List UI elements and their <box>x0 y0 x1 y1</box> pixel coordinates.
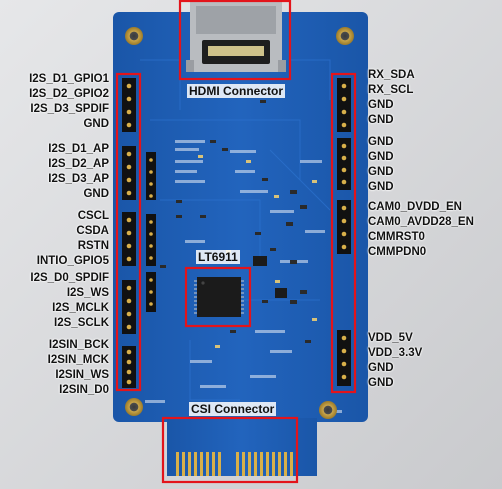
highlight-boxes <box>115 0 357 484</box>
left-pin-label: I2S_MCLK <box>52 302 109 314</box>
left-pin-label: CSCL <box>77 210 109 222</box>
left-pin-label: I2SIN_WS <box>55 369 109 381</box>
right-header-highlight <box>330 72 357 394</box>
left-pin-label: I2S_D0_SPDIF <box>30 272 109 284</box>
left-pin-label: I2S_WS <box>66 287 109 299</box>
left-header-pins <box>122 78 136 388</box>
right-header-pins <box>337 78 351 386</box>
right-pin-label: VDD_3.3V <box>368 347 423 359</box>
left-pin-label: GND <box>83 118 109 130</box>
right-pin-label: GND <box>368 151 394 163</box>
left-pin-label: I2S_D3_AP <box>48 173 109 185</box>
right-pin-label: GND <box>368 166 394 178</box>
hdmi-highlight <box>178 0 292 81</box>
right-pin-label: GND <box>368 136 394 148</box>
left-pin-label: I2S_D2_GPIO2 <box>29 88 109 100</box>
csi-highlight <box>161 416 299 484</box>
right-pin-label: VDD_5V <box>368 332 413 344</box>
left-pin-label: I2S_D1_AP <box>48 143 109 155</box>
left-pin-label: GND <box>83 188 109 200</box>
lt6911-highlight <box>184 266 252 328</box>
pcb-board <box>113 0 368 476</box>
left-header-highlight <box>115 72 142 392</box>
left-pin-label: CSDA <box>76 225 109 237</box>
left-pin-label: I2S_D1_GPIO1 <box>29 73 109 85</box>
left-pin-label: I2SIN_D0 <box>59 384 109 396</box>
right-pin-label: CMMPDN0 <box>368 246 427 258</box>
csi-connector-fingers <box>176 452 293 476</box>
right-pin-label: CMMRST0 <box>368 231 425 243</box>
left-pin-label: RSTN <box>77 240 109 252</box>
right-pin-label: GND <box>368 377 394 389</box>
right-pin-label: GND <box>368 181 394 193</box>
right-pin-label: GND <box>368 362 394 374</box>
right-pin-label: CAM0_DVDD_EN <box>368 201 462 213</box>
right-pin-label: CAM0_AVDD28_EN <box>368 216 474 228</box>
right-pin-label: GND <box>368 99 394 111</box>
right-pin-label: RX_SCL <box>368 84 414 96</box>
lt6911-chip <box>194 277 244 317</box>
left-pin-label: I2S_D3_SPDIF <box>30 103 109 115</box>
csi-connector-label: CSI Connector <box>189 402 277 416</box>
right-pin-label: GND <box>368 114 394 126</box>
left-pin-label: I2SIN_BCK <box>48 339 109 351</box>
left-pin-label: I2SIN_MCK <box>47 354 109 366</box>
right-pin-label: RX_SDA <box>368 69 415 81</box>
hdmi-connector <box>186 0 286 72</box>
left-pin-label: I2S_SCLK <box>54 317 109 329</box>
lt6911-label: LT6911 <box>196 250 240 264</box>
left-pin-label: I2S_D2_AP <box>48 158 109 170</box>
hdmi-connector-label: HDMI Connector <box>187 84 285 98</box>
left-pin-label: INTIO_GPIO5 <box>36 255 109 267</box>
